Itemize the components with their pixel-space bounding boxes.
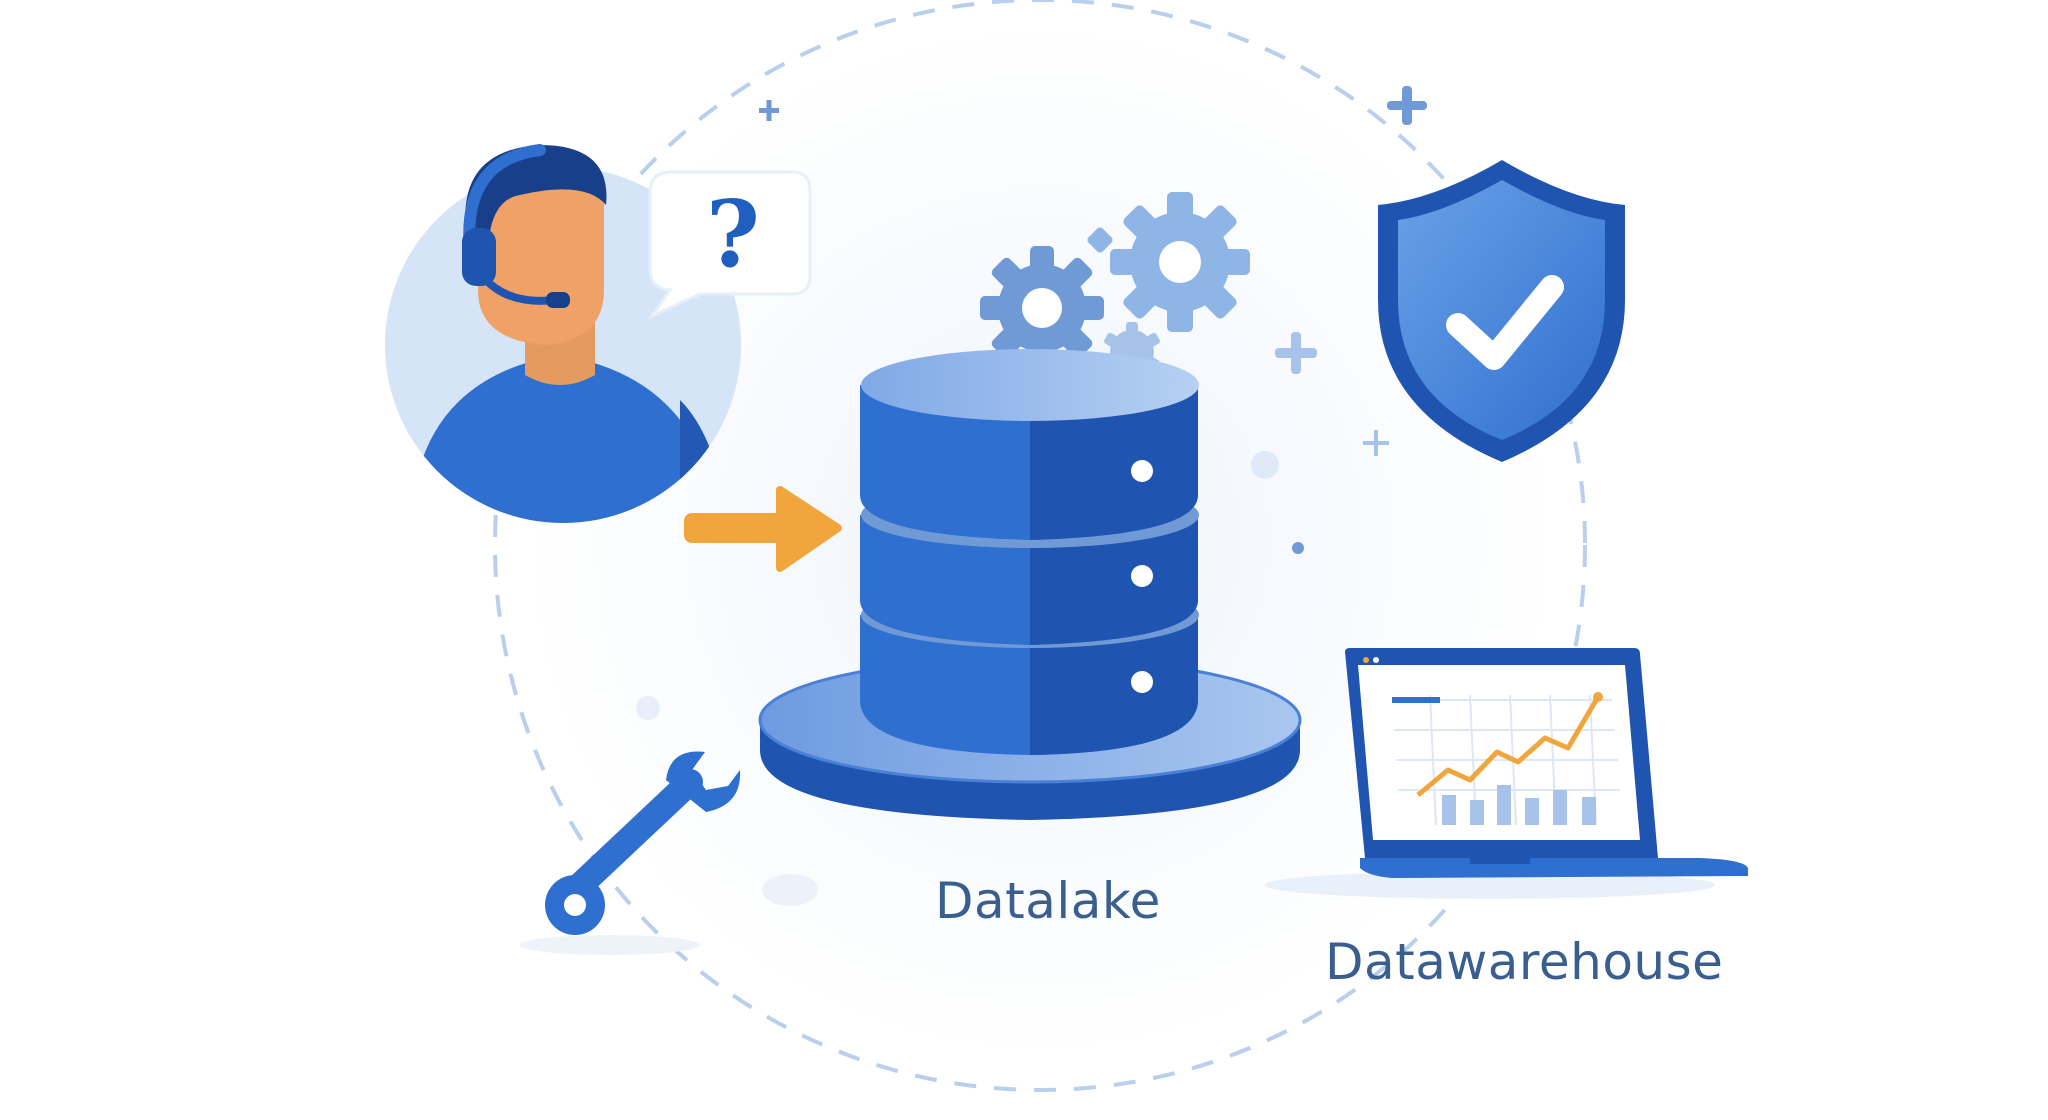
server-light bbox=[1131, 565, 1153, 587]
wrench-icon bbox=[520, 751, 741, 955]
laptop-chart-icon bbox=[1265, 648, 1749, 899]
plus-icon bbox=[1363, 430, 1389, 456]
shield-check-icon bbox=[1378, 160, 1625, 462]
plus-icon bbox=[1275, 332, 1317, 374]
plus-icon bbox=[759, 100, 779, 121]
speech-bubble-icon bbox=[647, 170, 812, 320]
datawarehouse-label: Datawarehouse bbox=[1325, 933, 1724, 991]
datalake-label: Datalake bbox=[935, 872, 1161, 930]
dashed-orbit bbox=[493, 0, 1587, 1092]
server-light bbox=[1131, 671, 1153, 693]
server-light bbox=[1131, 460, 1153, 482]
question-mark: ? bbox=[706, 180, 760, 288]
plus-icon bbox=[1387, 86, 1427, 125]
gear-icon bbox=[980, 192, 1250, 382]
arrow-right-icon bbox=[684, 486, 842, 572]
database-icon bbox=[758, 349, 1302, 820]
